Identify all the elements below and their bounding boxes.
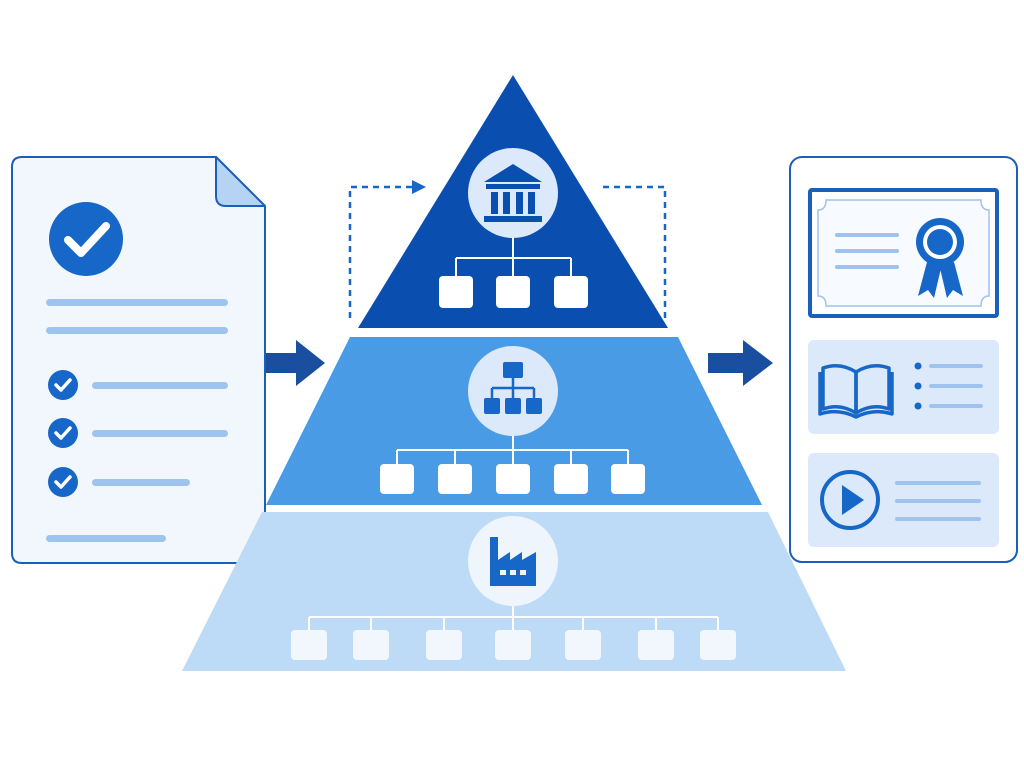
bullet-dot xyxy=(914,362,922,370)
org-unit-box xyxy=(495,630,531,660)
org-unit-box xyxy=(565,630,601,660)
bullet-line xyxy=(929,364,983,368)
video-text-line xyxy=(895,517,981,521)
org-unit-box xyxy=(496,464,530,494)
checklist-item xyxy=(48,418,228,448)
play-circle-icon xyxy=(820,470,880,530)
org-chart-icon xyxy=(468,346,558,436)
org-unit-box xyxy=(380,464,414,494)
tier-bottom-connectors xyxy=(308,606,719,630)
reading-card xyxy=(808,340,999,434)
org-unit-box xyxy=(638,630,674,660)
document-fold xyxy=(215,156,266,207)
tier-top-connectors xyxy=(455,238,572,276)
checklist-item xyxy=(48,370,228,400)
org-unit-box xyxy=(700,630,736,660)
bullet-line xyxy=(929,404,983,408)
check-circle-icon xyxy=(48,370,78,400)
tier-top-boxes xyxy=(439,276,588,308)
open-book-icon xyxy=(818,364,894,419)
right-panel xyxy=(789,156,1018,563)
checklist-line xyxy=(92,479,190,486)
org-unit-box xyxy=(291,630,327,660)
checkmark-circle-icon xyxy=(49,202,123,276)
org-unit-box xyxy=(611,464,645,494)
org-unit-box xyxy=(496,276,530,308)
org-unit-box xyxy=(554,464,588,494)
document-footer-line xyxy=(46,535,166,542)
pyramid xyxy=(182,75,846,671)
video-card xyxy=(808,453,999,547)
document-text-line xyxy=(46,327,228,334)
checklist-line xyxy=(92,430,228,437)
org-unit-box xyxy=(554,276,588,308)
certificate-card xyxy=(808,188,999,318)
certificate-text-line xyxy=(835,233,899,237)
org-unit-box xyxy=(439,276,473,308)
checklist-item xyxy=(48,467,190,497)
org-unit-box xyxy=(426,630,462,660)
check-circle-icon xyxy=(48,418,78,448)
dashed-arrowhead xyxy=(412,180,426,194)
checklist-line xyxy=(92,382,228,389)
left-document xyxy=(11,156,266,564)
check-circle-icon xyxy=(48,467,78,497)
arrow-right-icon xyxy=(266,340,325,386)
certificate-text-line xyxy=(835,249,899,253)
certificate-text-line xyxy=(835,265,899,269)
bullet-line xyxy=(929,384,983,388)
bullet-dot xyxy=(914,402,922,410)
award-ribbon-icon xyxy=(916,218,964,298)
tier-middle-connectors xyxy=(396,436,629,464)
org-unit-box xyxy=(353,630,389,660)
bullet-dot xyxy=(914,382,922,390)
arrow-right-icon xyxy=(708,340,773,386)
feedback-loop xyxy=(348,180,667,318)
tier-bottom-boxes xyxy=(291,630,736,660)
org-unit-box xyxy=(438,464,472,494)
institution-building-icon xyxy=(468,148,558,238)
document-sheet xyxy=(11,156,266,564)
tier-middle-boxes xyxy=(380,464,645,494)
document-text-line xyxy=(46,299,228,306)
factory-icon xyxy=(468,516,558,606)
video-text-line xyxy=(895,499,981,503)
video-text-line xyxy=(895,481,981,485)
